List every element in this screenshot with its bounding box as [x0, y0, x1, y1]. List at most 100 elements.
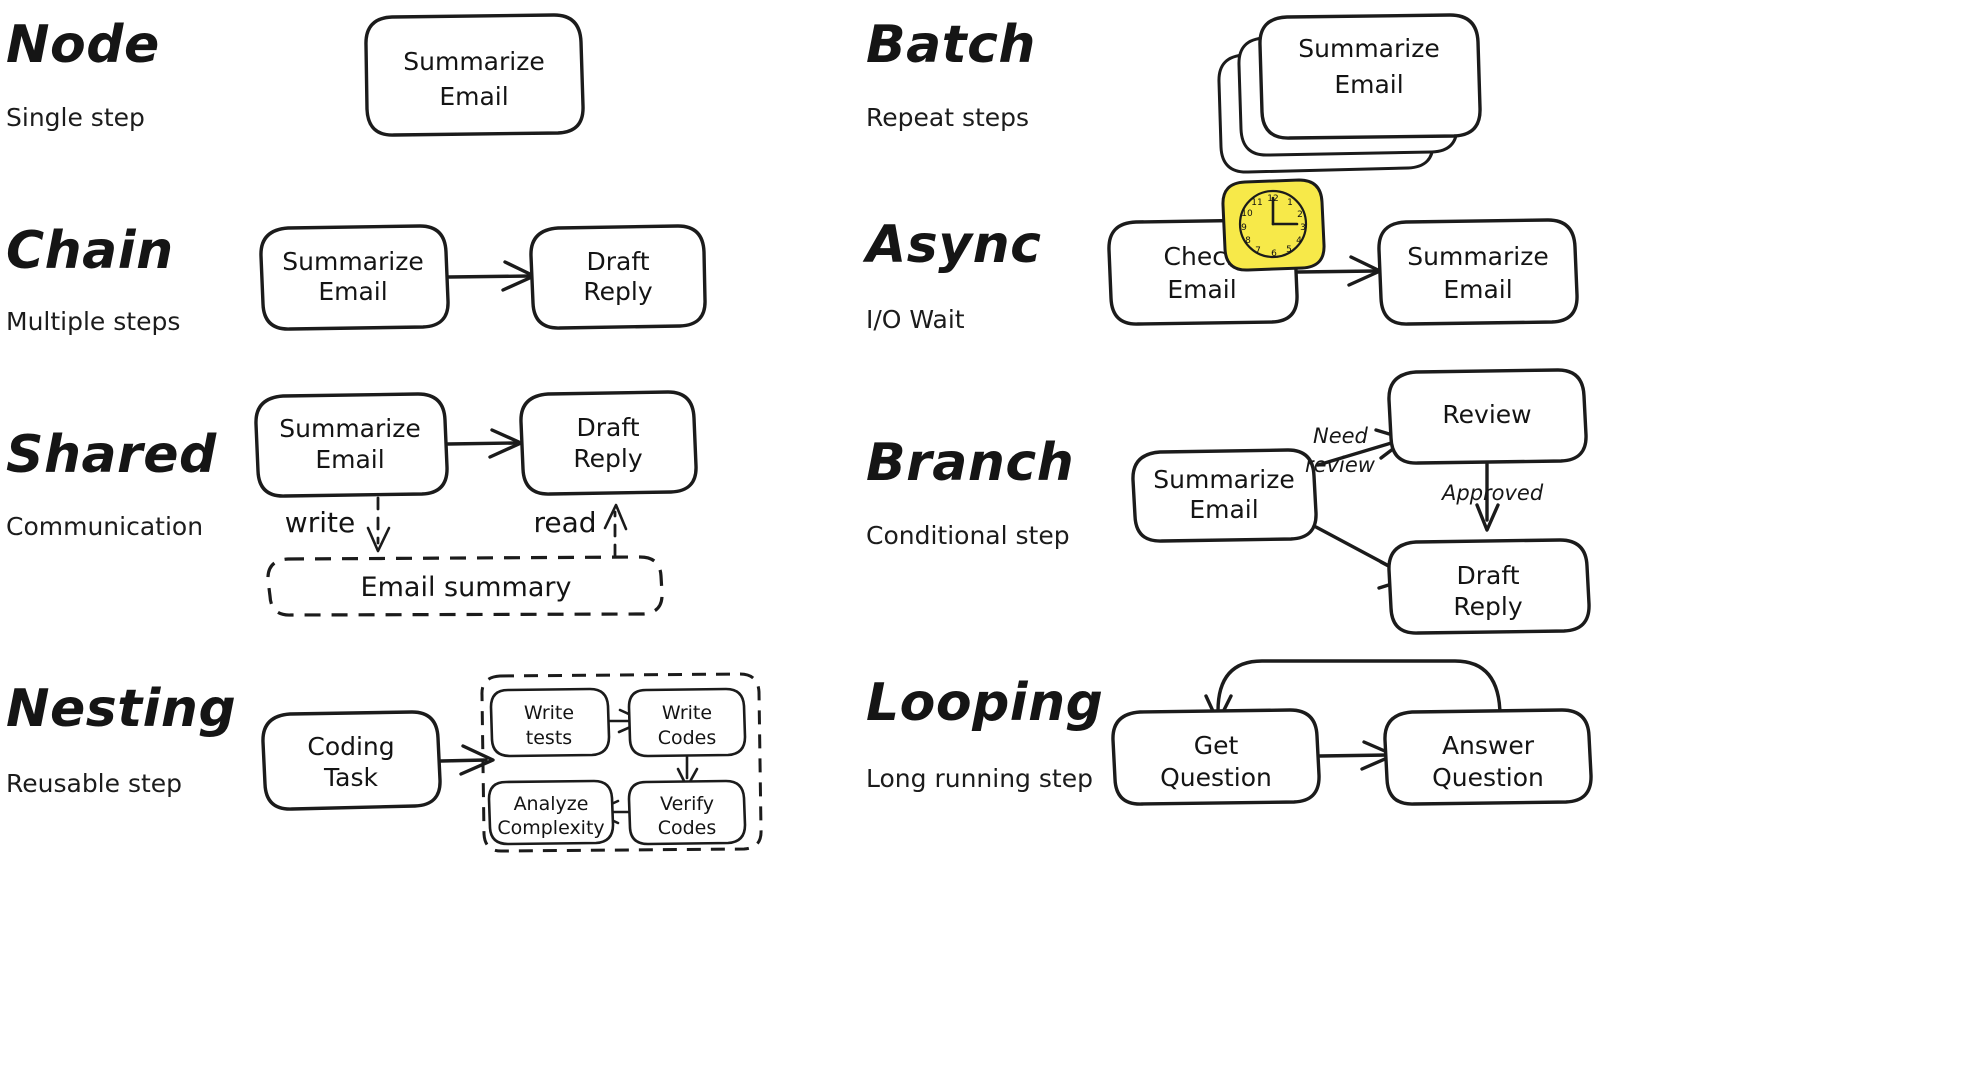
svg-text:2: 2: [1297, 210, 1303, 220]
node-summarize-email[interactable]: Summarize Email: [1377, 218, 1579, 326]
section-node: Node Single step Summarize Email: [6, 13, 585, 137]
node-label-line2: Complexity: [497, 817, 604, 839]
node-review[interactable]: Review: [1387, 368, 1588, 465]
clock-icon: 12 1 2 3 4 5 6 7 8 9 10 11: [1221, 178, 1326, 272]
section-subtitle-async: I/O Wait: [866, 305, 965, 334]
svg-text:12: 12: [1267, 194, 1278, 204]
section-title-batch: Batch: [866, 15, 1036, 75]
node-summarize-email[interactable]: Summarize Email: [364, 13, 585, 137]
node-label-line2: Question: [1160, 763, 1272, 792]
svg-text:8: 8: [1245, 236, 1251, 246]
node-label-line1: Analyze: [514, 793, 589, 815]
node-label-line2: Reply: [573, 444, 642, 473]
batch-card-front: [1258, 13, 1482, 140]
svg-text:9: 9: [1241, 223, 1247, 233]
edge-looping-forward: [1318, 740, 1396, 771]
section-title-shared: Shared: [6, 425, 217, 485]
node-draft-reply[interactable]: Draft Reply: [519, 390, 698, 496]
section-subtitle-nesting: Reusable step: [6, 769, 182, 798]
batch-card-stack[interactable]: Summarize Email: [1217, 13, 1482, 174]
section-title-branch: Branch: [866, 433, 1074, 493]
subflow-node-write-codes[interactable]: Write Codes: [627, 687, 747, 758]
subflow-node-verify-codes[interactable]: Verify Codes: [627, 779, 747, 846]
section-subtitle-shared: Communication: [6, 512, 203, 541]
section-title-looping: Looping: [866, 673, 1103, 733]
shared-store[interactable]: Email summary: [266, 555, 664, 617]
section-shared: Shared Communication Summarize Email Dra…: [6, 390, 698, 617]
edge-approved: Approved: [1440, 462, 1544, 532]
svg-text:11: 11: [1251, 198, 1262, 208]
node-label-line2: Email: [315, 445, 384, 474]
node-label-line1: Draft: [586, 247, 649, 276]
node-label-line1: Summarize: [1407, 242, 1548, 271]
node-label-line2: Email: [318, 277, 387, 306]
edge-chain-1: [447, 260, 536, 292]
node-label-line2: Email: [1189, 495, 1258, 524]
section-title-node: Node: [6, 15, 160, 75]
node-label-line2: Codes: [658, 727, 717, 749]
svg-text:6: 6: [1271, 249, 1277, 259]
edge-label-approved: Approved: [1440, 481, 1544, 505]
edge-write: write: [285, 496, 391, 553]
section-branch: Branch Conditional step Summarize Email …: [866, 368, 1591, 635]
section-nesting: Nesting Reusable step Coding Task Write …: [6, 672, 763, 853]
node-label-line1: Answer: [1442, 731, 1535, 760]
node-label-line1: Draft: [576, 413, 639, 442]
section-looping: Looping Long running step Get Question A…: [866, 659, 1593, 806]
subflow-node-write-tests[interactable]: Write tests: [489, 687, 611, 758]
node-summarize-email[interactable]: Summarize Email: [254, 392, 523, 498]
node-label-line2: Codes: [658, 817, 717, 839]
node-label-line1: Write: [662, 702, 712, 724]
node-label-line1: Review: [1442, 400, 1531, 429]
node-label-line1: Write: [524, 702, 574, 724]
node-label-line2: Reply: [1453, 592, 1522, 621]
edge-label-need-review-line2: review: [1305, 453, 1376, 477]
node-summarize-email[interactable]: Summarize Email: [1131, 448, 1318, 543]
node-label-line1: Summarize: [1153, 465, 1294, 494]
svg-text:5: 5: [1286, 245, 1292, 255]
shared-store-label: Email summary: [361, 572, 572, 603]
section-title-nesting: Nesting: [6, 679, 236, 739]
node-label-line1: Draft: [1456, 561, 1519, 590]
section-async: Async I/O Wait Check Email 12 1 2 3 4 5 …: [862, 178, 1579, 334]
section-subtitle-node: Single step: [6, 103, 145, 132]
node-label-line2: tests: [526, 727, 572, 749]
node-label-line2: Email: [1167, 275, 1236, 304]
node-label-line1: Summarize: [1298, 34, 1439, 63]
svg-text:10: 10: [1241, 209, 1253, 219]
node-label-line2: Email: [1334, 70, 1403, 99]
section-subtitle-looping: Long running step: [866, 764, 1093, 793]
node-summarize-email[interactable]: Summarize Email: [259, 224, 450, 331]
node-answer-question[interactable]: Answer Question: [1383, 708, 1593, 806]
svg-text:7: 7: [1255, 246, 1261, 256]
svg-text:4: 4: [1296, 236, 1302, 246]
node-coding-task[interactable]: Coding Task: [261, 710, 442, 811]
node-get-question[interactable]: Get Question: [1111, 708, 1321, 806]
section-batch: Batch Repeat steps Summarize Email: [866, 13, 1482, 174]
node-label-line2: Email: [439, 82, 508, 111]
node-label-line1: Coding: [307, 732, 394, 761]
section-title-async: Async: [862, 215, 1041, 275]
edge-label-need-review-line1: Need: [1313, 424, 1369, 448]
section-subtitle-chain: Multiple steps: [6, 307, 180, 336]
section-subtitle-batch: Repeat steps: [866, 103, 1029, 132]
edge-shared-main: [446, 428, 523, 459]
node-label-line1: Verify: [660, 793, 714, 815]
svg-text:3: 3: [1300, 223, 1306, 233]
edge-need-review: Need review: [1305, 424, 1408, 477]
subflow-container[interactable]: Write tests Write Codes Verify Codes: [480, 672, 763, 853]
node-label-line1: Get: [1194, 731, 1239, 760]
svg-text:1: 1: [1287, 198, 1293, 208]
section-title-chain: Chain: [6, 221, 174, 281]
node-label-line2: Task: [323, 763, 378, 792]
node-label-line2: Reply: [583, 277, 652, 306]
node-draft-reply[interactable]: Draft Reply: [529, 224, 707, 330]
node-draft-reply[interactable]: Draft Reply: [1387, 538, 1591, 635]
edge-label-read: read: [533, 506, 596, 539]
section-subtitle-branch: Conditional step: [866, 521, 1070, 550]
subflow-node-analyze-complexity[interactable]: Analyze Complexity: [487, 779, 615, 846]
edge-read: read: [533, 503, 628, 558]
edge-nesting-into-subflow: [439, 744, 495, 776]
section-chain: Chain Multiple steps Summarize Email Dra…: [6, 221, 707, 336]
